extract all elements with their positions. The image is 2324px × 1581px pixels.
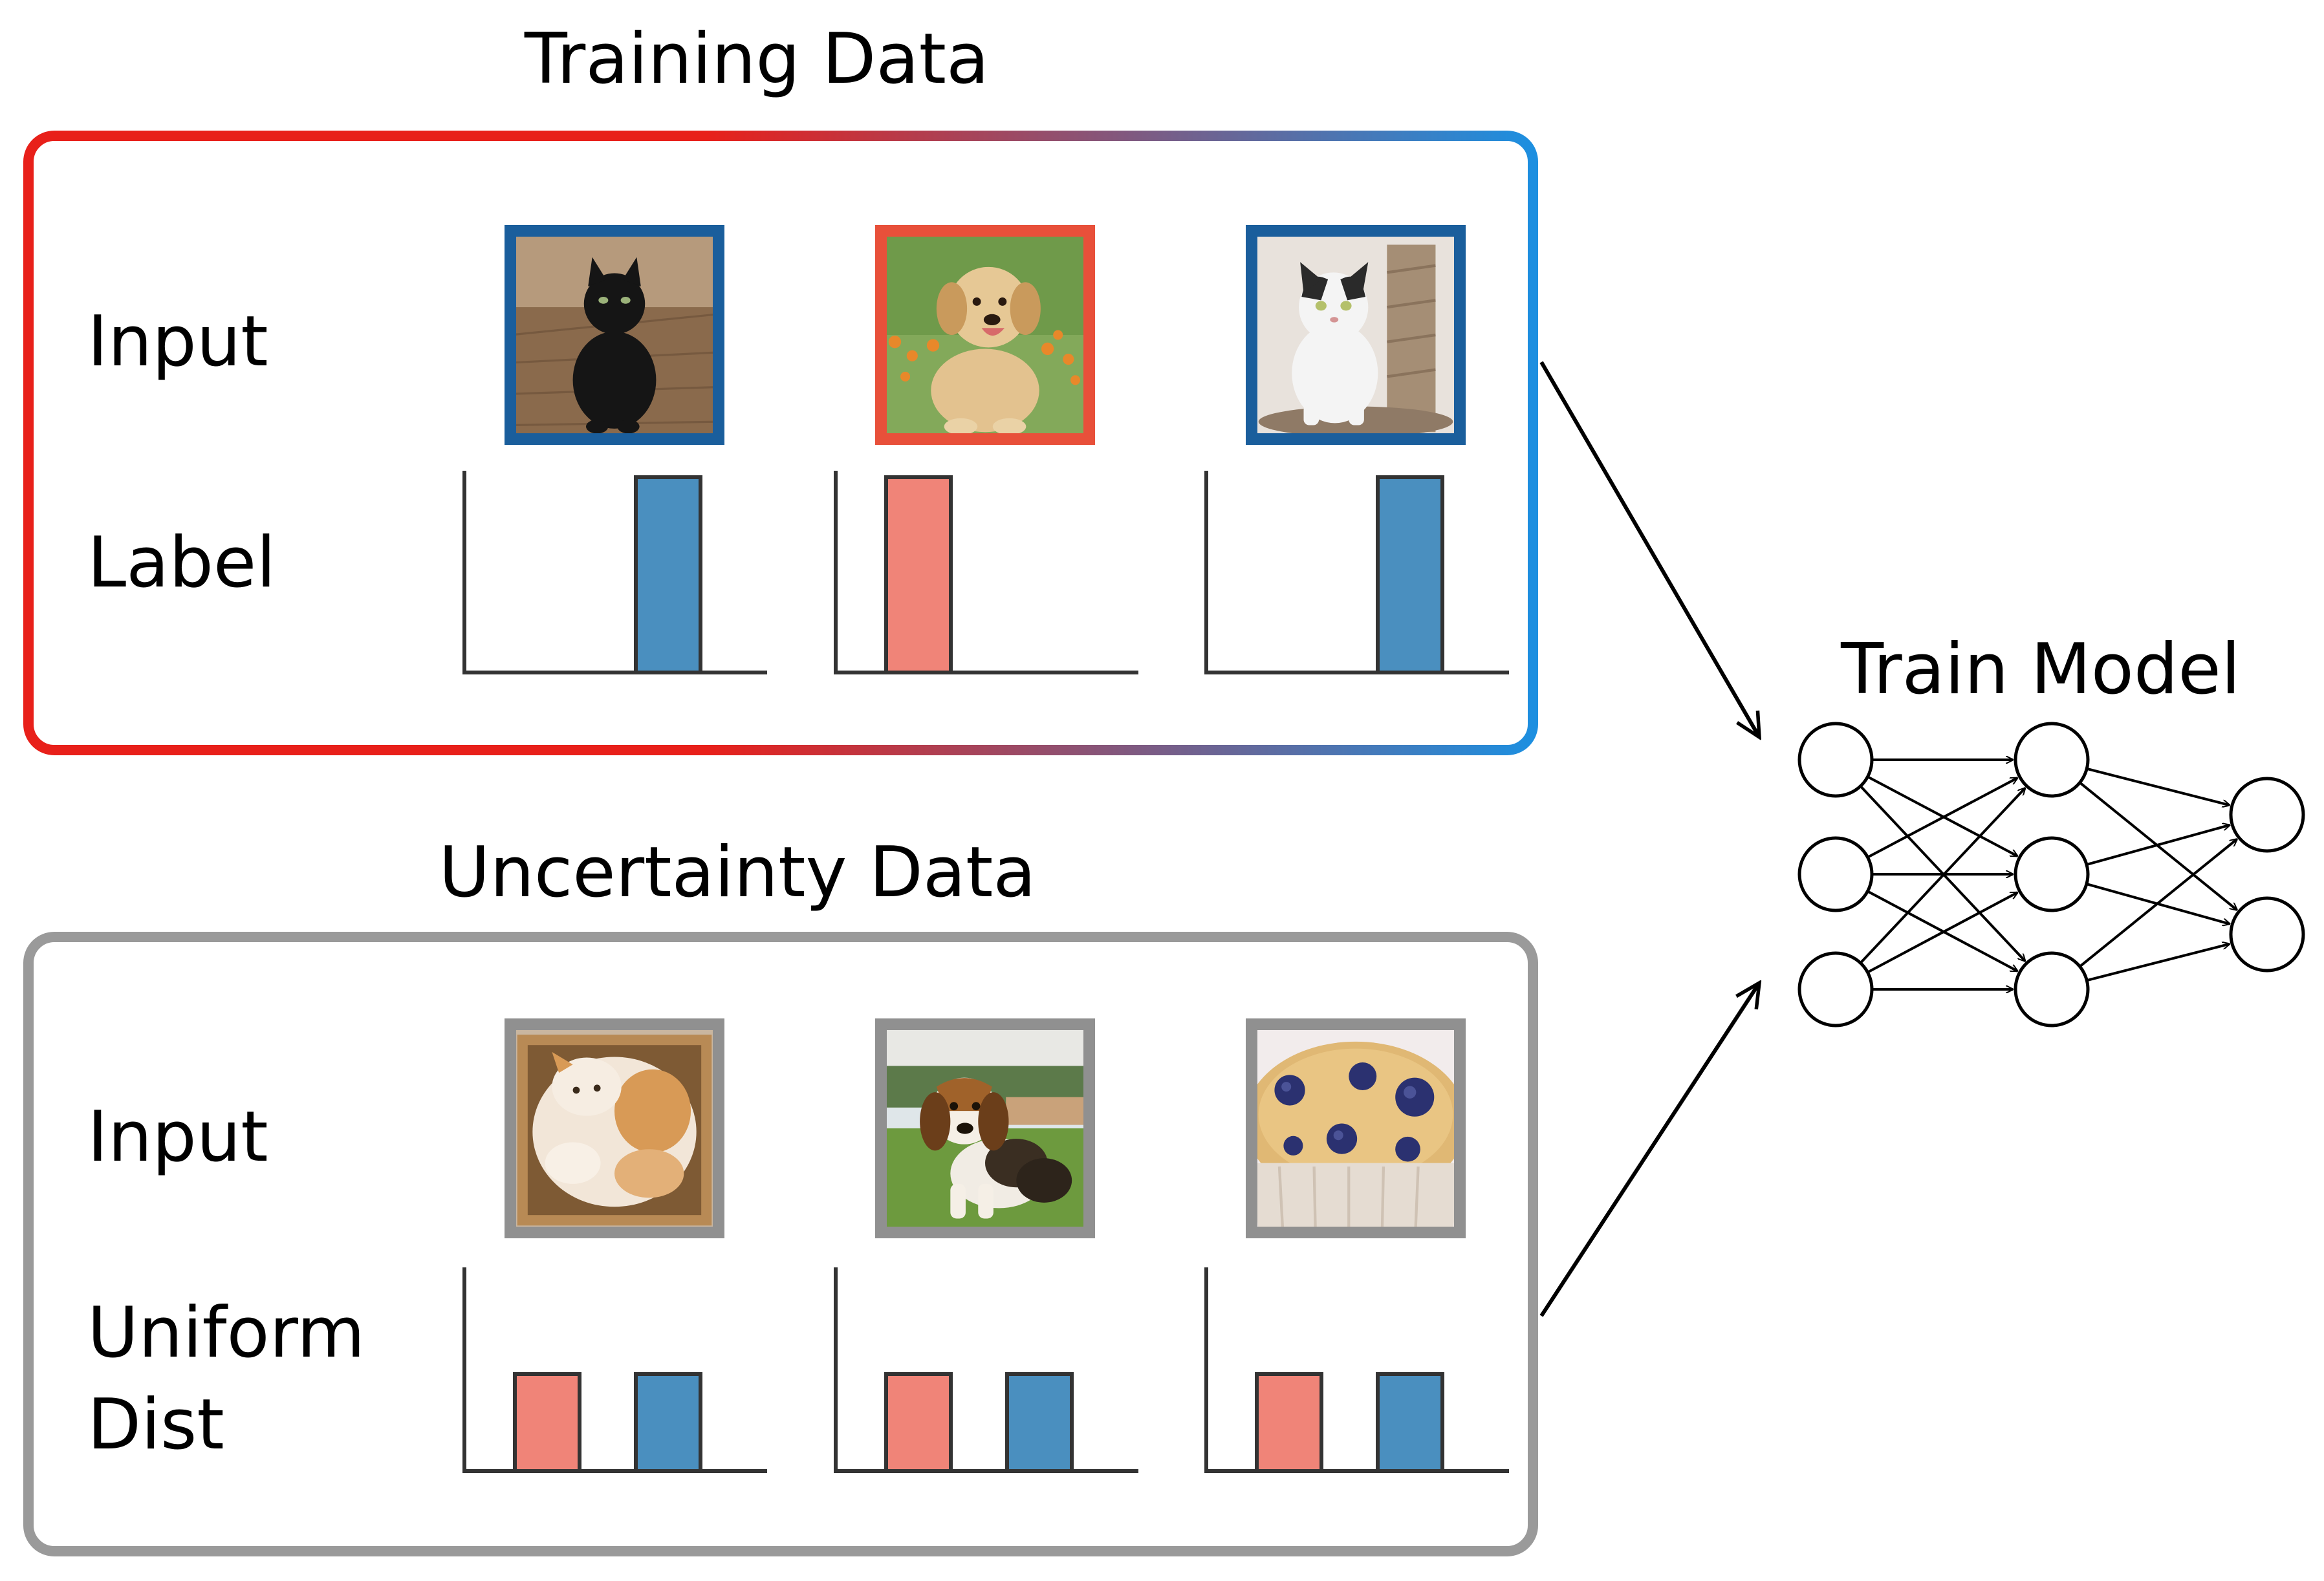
train-model-title: Train Model: [1840, 629, 2241, 710]
network-edge: [1867, 777, 2017, 859]
uncertainty-image-frame: [1246, 1018, 1466, 1238]
uncertainty-to-model-arrow: [1539, 983, 1759, 1317]
label-chart: [834, 1267, 1138, 1473]
training-label-charts: [462, 471, 1509, 674]
training-image-golden-puppy: [875, 225, 1095, 445]
network-edge: [2079, 839, 2237, 968]
uncertainty-data-title: Uncertainty Data: [439, 832, 1036, 913]
label-chart: [1204, 1267, 1509, 1473]
network-node: [2229, 896, 2305, 973]
label-chart: [1204, 471, 1509, 674]
network-edge: [1867, 891, 2017, 974]
training-data-panel: [23, 131, 1538, 755]
neural-network-icon: [1797, 722, 2305, 1027]
training-data-title: Training Data: [524, 19, 989, 100]
uncertainty-label-charts: [462, 1267, 1509, 1473]
network-edge: [1859, 788, 2025, 964]
network-edge: [2086, 944, 2230, 982]
uncertainty-image-frame: [505, 1018, 724, 1238]
network-node: [1797, 722, 1874, 798]
network-edge: [2086, 825, 2230, 866]
network-node: [2014, 836, 2090, 912]
network-node: [2229, 777, 2305, 853]
uncertainty-image-beagle: [875, 1018, 1095, 1238]
training-image-frame: [875, 225, 1095, 445]
label-chart: [462, 1267, 767, 1473]
uncertainty-image-cat-in-box: [505, 1018, 724, 1238]
uncertainty-label-row-label-line2: Dist: [87, 1384, 224, 1465]
dog-probability-bar: [884, 1372, 953, 1473]
uncertainty-label-row-label-line1: Uniform: [87, 1293, 365, 1373]
cat-probability-bar: [1376, 475, 1444, 674]
dog-probability-bar: [513, 1372, 581, 1473]
uncertainty-image-muffin: [1246, 1018, 1466, 1238]
cat-probability-bar: [634, 475, 702, 674]
network-edge: [2079, 781, 2237, 910]
uncertainty-input-row-label: Input: [87, 1097, 268, 1178]
training-label-row-label: Label: [87, 522, 276, 603]
training-image-frame: [505, 225, 724, 445]
network-node: [2014, 951, 2090, 1027]
training-to-model-arrow: [1539, 361, 1759, 737]
training-image-white-cat: [1246, 225, 1466, 445]
network-edge: [2086, 767, 2230, 805]
label-chart: [462, 471, 767, 674]
cat-probability-bar: [634, 1372, 702, 1473]
uncertainty-data-panel: [23, 932, 1538, 1556]
training-input-row-label: Input: [87, 301, 268, 382]
training-image-black-cat: [505, 225, 724, 445]
dog-probability-bar: [1255, 1372, 1323, 1473]
cat-probability-bar: [1005, 1372, 1074, 1473]
uncertainty-image-frame: [875, 1018, 1095, 1238]
network-node: [2014, 722, 2090, 798]
training-image-frame: [1246, 225, 1466, 445]
network-node: [1797, 836, 1874, 912]
cat-probability-bar: [1376, 1372, 1444, 1473]
network-node: [1797, 951, 1874, 1027]
label-chart: [834, 471, 1138, 674]
dog-probability-bar: [884, 475, 953, 674]
